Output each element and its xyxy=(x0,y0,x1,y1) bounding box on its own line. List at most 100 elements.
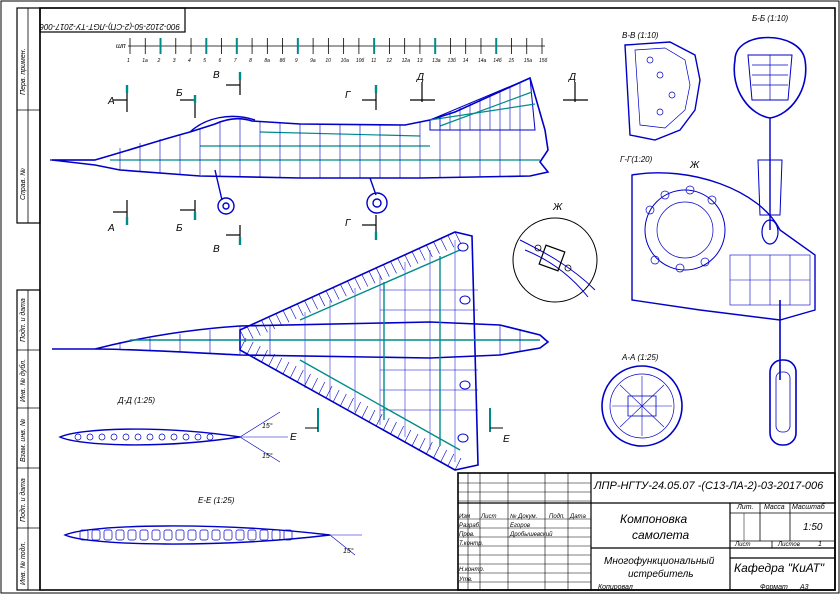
airfoil-cell xyxy=(163,529,173,541)
airfoil-cell xyxy=(175,529,185,541)
wing-hatch-line xyxy=(375,267,383,281)
scale-tick-label: 15 xyxy=(508,58,514,64)
wing-hatch-line xyxy=(304,373,311,387)
section-d-d xyxy=(58,411,288,463)
wing-hatch-line xyxy=(447,235,455,248)
lit-label: Лит. xyxy=(737,504,754,511)
view-label-b-b: Б-Б (1:10) xyxy=(752,14,789,23)
drawing-subtitle-line1: Многофункциональный xyxy=(604,556,715,567)
kopiroval: Копировал xyxy=(598,584,633,591)
wing-hatch-line xyxy=(397,257,404,271)
wing-hatch-line xyxy=(361,274,369,287)
angle-2: 15° xyxy=(262,452,273,460)
scale-tick-label: 4 xyxy=(188,58,191,64)
wing-hatch-line xyxy=(311,297,318,310)
listov-label: Листов xyxy=(778,542,800,548)
airfoil-hole xyxy=(110,433,118,441)
airfoil-hole xyxy=(206,433,214,441)
airfoil-cell xyxy=(103,529,113,541)
section-g-g xyxy=(631,172,816,446)
col-ndoc: № Докум. xyxy=(510,514,538,520)
wing-hatch-line xyxy=(418,248,426,261)
mark-e-right: Е xyxy=(503,434,510,445)
wing-hatch-line xyxy=(246,341,254,355)
wing-hatch-line xyxy=(383,417,390,431)
wing-hatch-line xyxy=(375,413,383,427)
name-razrab: Егоров xyxy=(510,523,531,529)
wing-hatch-line xyxy=(261,320,268,333)
scale-value: 1:50 xyxy=(803,522,823,533)
scale-tick-label: 14а xyxy=(478,58,487,64)
wing-hatch-line xyxy=(454,231,462,245)
airfoil-cell xyxy=(79,529,89,541)
wing-hatch-line xyxy=(297,303,304,317)
detail-zh xyxy=(512,217,598,303)
listov-value: 1 xyxy=(818,541,822,548)
scale-tick-label: 14б xyxy=(493,58,502,64)
format-value: А3 xyxy=(800,584,809,591)
wing-hatch-line xyxy=(426,244,433,258)
scale-tick-label: 13 xyxy=(417,58,423,64)
airfoil-hole xyxy=(170,433,178,441)
angle-1: 15° xyxy=(262,422,273,430)
scale-tick-label: 8б xyxy=(280,58,286,64)
wing-hatch-line xyxy=(275,313,283,326)
wing-hatch-line xyxy=(354,277,361,290)
scale-tick-label: 1а xyxy=(142,58,148,64)
detail-zh-label: Ж xyxy=(552,202,563,213)
wing-hatch-line xyxy=(368,409,376,423)
wing-hatch-line xyxy=(411,433,419,447)
airfoil-cell xyxy=(247,529,257,541)
wing-hatch-line xyxy=(454,457,462,471)
wing-hatch-line xyxy=(254,323,261,336)
mark-a-top: А xyxy=(107,96,115,107)
view-label-d-d: Д-Д (1:25) xyxy=(117,396,155,405)
wing-hatch-line xyxy=(282,361,290,375)
wing-hatch-line xyxy=(440,449,447,463)
angle-3: 15° xyxy=(343,547,354,555)
wing-hatch-line xyxy=(304,300,311,313)
scale-tick-label: 10б xyxy=(356,58,365,64)
scale-tick-label: 8 xyxy=(249,58,252,64)
scale-tick-label: 8а xyxy=(264,58,270,64)
view-label-v-v: В-В (1:10) xyxy=(622,31,659,40)
scale-tick-label: 2 xyxy=(157,58,161,64)
wing-hatch-line xyxy=(340,284,347,297)
format-label: Формат xyxy=(760,584,788,591)
section-marks-side-teal xyxy=(125,72,378,245)
scale-tick-label: 7 xyxy=(234,58,237,64)
wing-hatch-line xyxy=(254,345,261,359)
wing-hatch-line xyxy=(311,377,318,391)
scale-tick-label: 10 xyxy=(325,58,331,64)
mark-g-bottom: Г xyxy=(345,218,352,229)
wing-hatch-line xyxy=(282,310,290,323)
left-strip: Перв. примен. Справ. № Подп. и дата Инв.… xyxy=(16,7,41,591)
name-prov: Дробышевский xyxy=(510,532,553,538)
mark-b-bottom: Б xyxy=(176,223,183,234)
wing-hatch-line xyxy=(390,421,397,435)
drawing-subtitle-line2: истребитель xyxy=(628,569,694,580)
strip-label-2: Справ. № xyxy=(20,168,27,200)
airfoil-hole xyxy=(146,433,154,441)
wing-hatch-line xyxy=(368,271,376,284)
airfoil-cell xyxy=(127,529,137,541)
wing-hatch-line xyxy=(354,401,361,415)
strip-label-5: Взам. инв. № xyxy=(20,418,27,462)
strip-label-3: Подп. и дата xyxy=(19,298,27,342)
col-list: Лист xyxy=(481,514,497,520)
wing-hatch-line xyxy=(261,349,268,363)
scale-tick-label: 9а xyxy=(310,58,316,64)
doc-number: ЛПР-НГТУ-24.05.07 -(С13-ЛА-2)-03-2017-00… xyxy=(594,480,824,492)
drawing-title-line2: самолета xyxy=(632,528,690,542)
airfoil-cell xyxy=(223,529,233,541)
role-nkontr: Н.контр. xyxy=(459,567,485,573)
col-izm: Изм xyxy=(459,514,471,520)
section-b-b xyxy=(733,36,807,245)
airfoil-cell xyxy=(91,529,101,541)
massa-label: Масса xyxy=(764,504,785,511)
wing-hatch-line xyxy=(268,353,275,367)
wing-hatch-line xyxy=(325,290,333,303)
scale-tick-label: 15а xyxy=(524,58,533,64)
